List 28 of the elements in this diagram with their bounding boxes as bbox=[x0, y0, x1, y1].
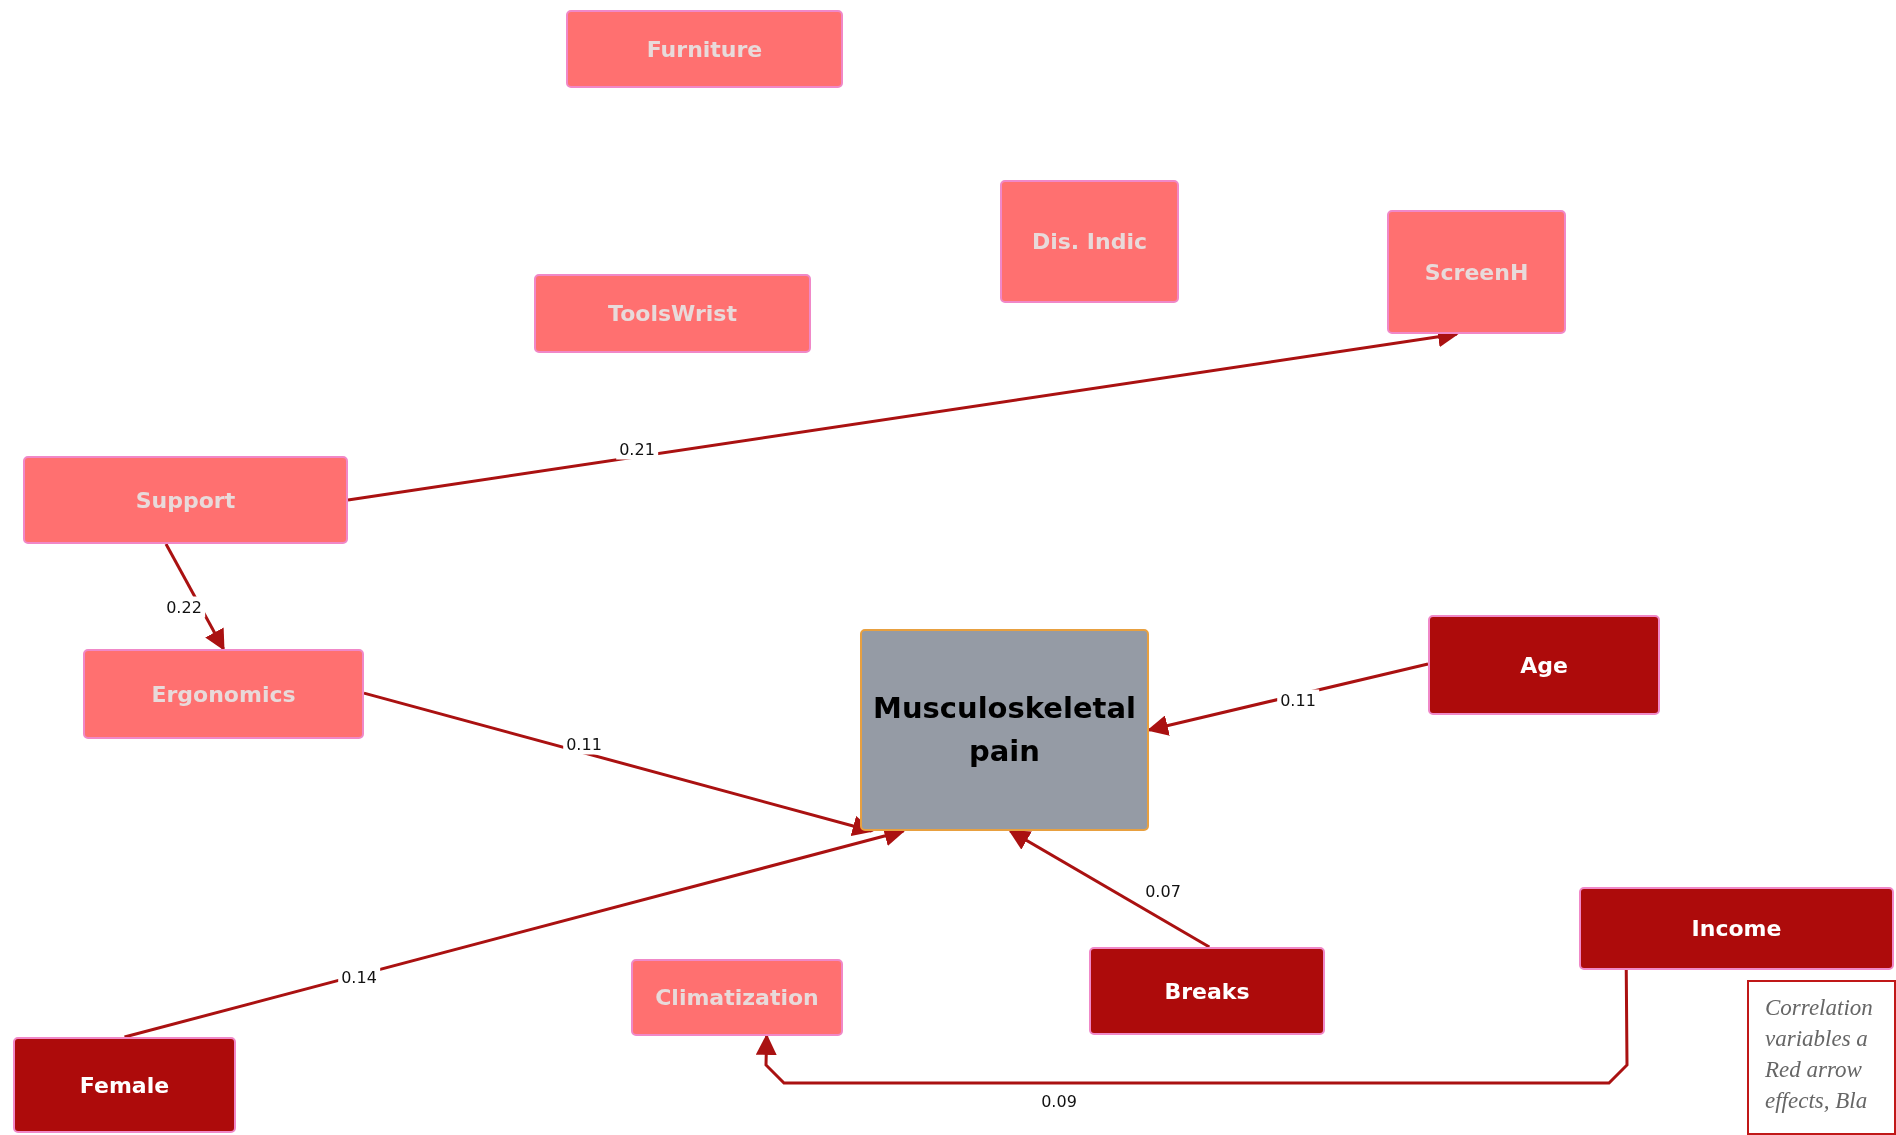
node-label: Breaks bbox=[1164, 977, 1250, 1006]
arrow bbox=[1008, 829, 1211, 949]
variable-box bbox=[1579, 887, 1894, 970]
node-label: Musculoskeletal pain bbox=[872, 689, 1137, 770]
node-label: ToolsWrist bbox=[608, 300, 737, 328]
outcome-box bbox=[860, 629, 1149, 831]
arrow bbox=[755, 970, 1629, 1085]
node-label: ScreenH bbox=[1424, 258, 1529, 287]
note: Correlation variables a Red arrow effects, Bla bbox=[1747, 980, 1896, 1135]
variable-box bbox=[1387, 210, 1566, 334]
variable-box bbox=[13, 1037, 236, 1133]
arrow bbox=[363, 691, 874, 837]
node-label: Age bbox=[1520, 651, 1568, 680]
variable-box bbox=[83, 649, 364, 739]
node-label: Dis. Indic bbox=[1031, 228, 1148, 256]
variable-box bbox=[566, 10, 843, 88]
variable-box bbox=[534, 274, 811, 353]
variable-box bbox=[1000, 180, 1179, 303]
node-label: Climatization bbox=[655, 984, 819, 1012]
node-label: Income bbox=[1691, 915, 1782, 943]
node-label: Female bbox=[79, 1071, 170, 1100]
variable-box bbox=[1089, 947, 1325, 1035]
variable-box bbox=[23, 456, 348, 544]
node-label: Support bbox=[135, 486, 236, 515]
variable-box bbox=[631, 959, 843, 1036]
variable-box bbox=[1428, 615, 1660, 715]
node-label: Furniture bbox=[646, 35, 763, 64]
node-label: Ergonomics bbox=[151, 680, 296, 709]
